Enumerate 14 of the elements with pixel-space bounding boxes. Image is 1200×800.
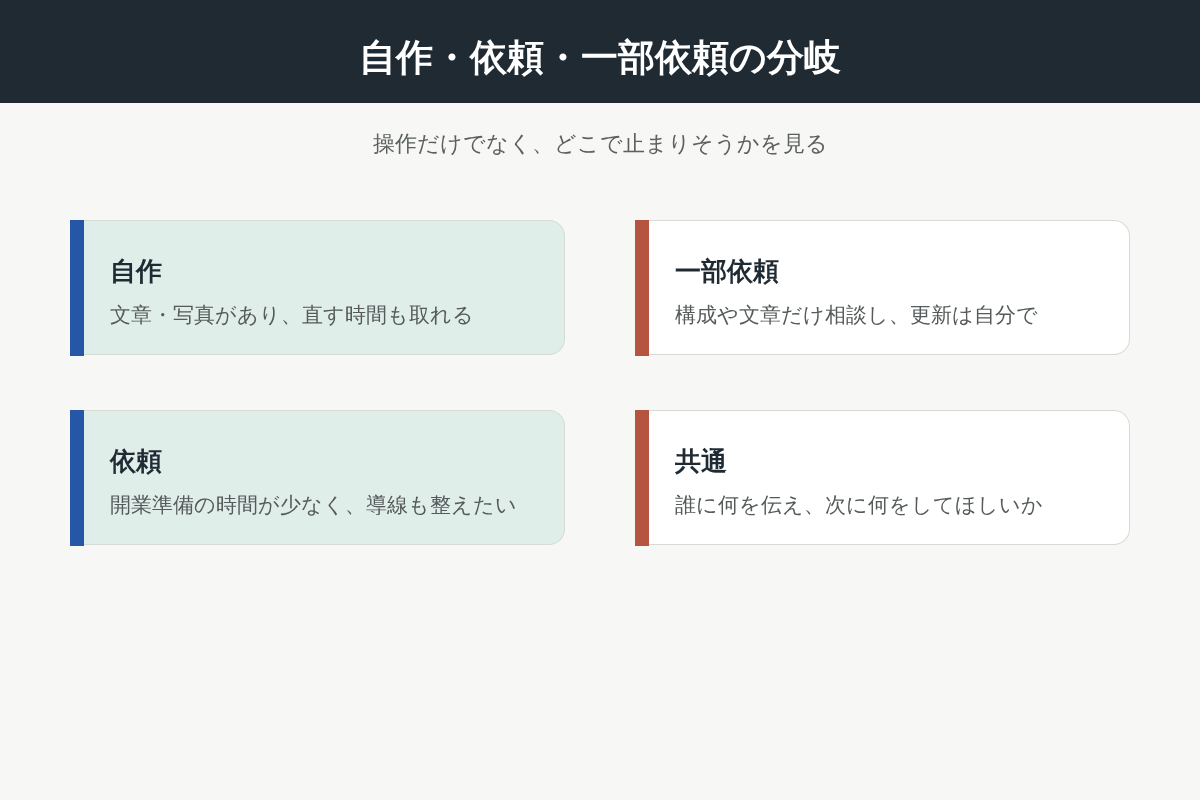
title: 自作・依頼・一部依頼の分岐: [359, 35, 841, 81]
card-heading: 依頼: [110, 445, 162, 478]
card-description: 文章・写真があり、直す時間も取れる: [110, 302, 474, 329]
option-card: [635, 220, 1130, 355]
card-heading: 自作: [110, 255, 162, 288]
card-heading: 一部依頼: [675, 255, 779, 288]
card-description: 誰に何を伝え、次に何をしてほしいか: [675, 492, 1043, 519]
option-card: [635, 410, 1130, 545]
option-card: [70, 410, 565, 545]
option-card: [70, 220, 565, 355]
card-description: 構成や文章だけ相談し、更新は自分で: [675, 302, 1038, 329]
card-description: 開業準備の時間が少なく、導線も整えたい: [110, 492, 517, 519]
card-heading: 共通: [675, 445, 727, 478]
subtitle: 操作だけでなく、どこで止まりそうかを見る: [372, 130, 828, 158]
